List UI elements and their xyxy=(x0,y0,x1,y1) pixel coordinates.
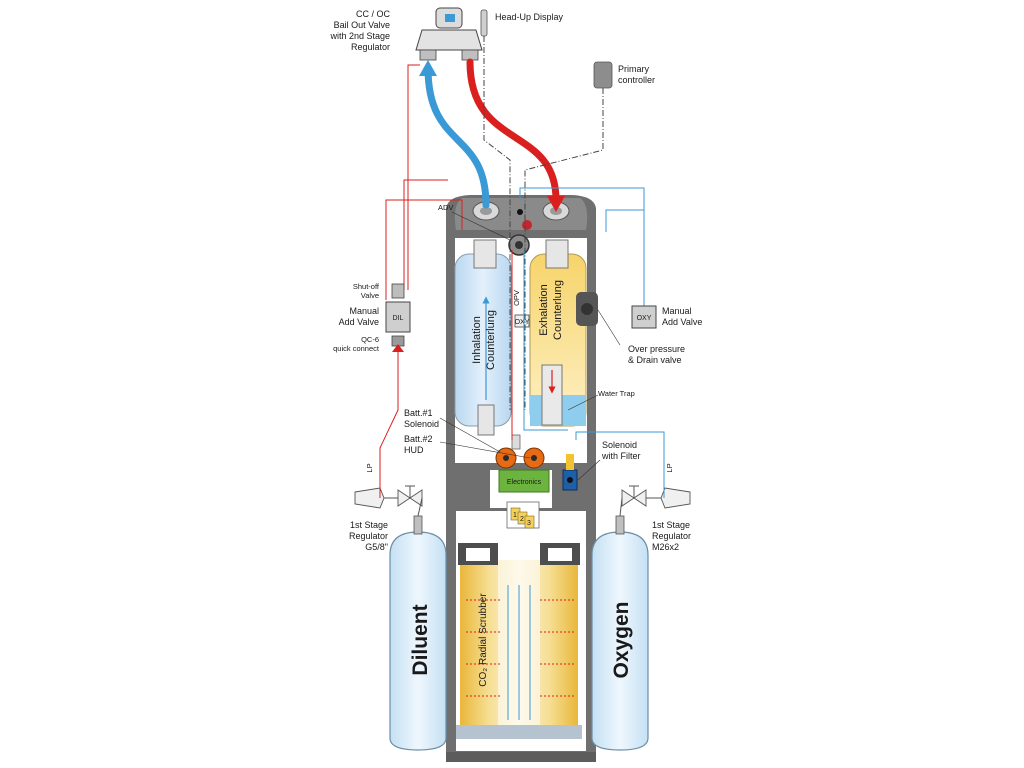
batt2-label-1: Batt.#2 xyxy=(404,434,433,444)
diluent-lp-line xyxy=(379,64,463,498)
diluent-label: Diluent xyxy=(409,604,432,675)
regulator-left xyxy=(354,485,423,517)
first-stage-left-label-2: Regulator xyxy=(349,531,388,541)
controller-cable xyxy=(524,88,604,410)
exhalation-counterlung: Exhalation Counterlung xyxy=(529,239,587,427)
solenoid-filter xyxy=(562,454,578,491)
water-trap-label: Water Trap xyxy=(598,389,635,398)
bailout-label-1: CC / OC xyxy=(356,9,391,19)
hud-label: Head-Up Display xyxy=(495,12,564,22)
exhale-hose xyxy=(466,58,560,204)
shutoff-label-2: Valve xyxy=(361,291,379,300)
overpressure-label-1: Over pressure xyxy=(628,344,685,354)
exhale-arrowhead xyxy=(547,196,565,212)
inhale-hose xyxy=(424,64,490,209)
bailout-label-3: with 2nd Stage xyxy=(329,31,390,41)
oxygen-lp-line xyxy=(519,187,665,498)
exhalation-label-2: Counterlung xyxy=(552,280,564,340)
batt2-label-2: HUD xyxy=(404,445,424,455)
regulator-right xyxy=(619,485,691,517)
oxy-sensor-small-label: OXY xyxy=(515,319,530,326)
opv-label: OPV xyxy=(512,290,521,306)
scrubber-label: CO₂ Radial Scrubber xyxy=(478,593,489,687)
oxygen-tank: Oxygen xyxy=(591,515,649,751)
diluent-tank: Diluent xyxy=(389,515,447,751)
inhalation-label-2: Counterlung xyxy=(485,310,497,370)
first-stage-right-label-1: 1st Stage xyxy=(652,520,690,530)
solenoid-filter-label-1: Solenoid xyxy=(602,440,637,450)
lp-right-label: LP xyxy=(665,463,674,472)
primary-controller-label-2: controller xyxy=(618,75,655,85)
bailout-label-2: Bail Out Valve xyxy=(334,20,390,30)
inhale-arrowhead xyxy=(419,60,437,76)
sensor-3-label: 3 xyxy=(527,520,531,527)
qc6-label-1: QC-6 xyxy=(361,335,379,344)
sensor-1-label: 1 xyxy=(513,512,517,519)
manual-add-left-label-2: Add Valve xyxy=(339,317,379,327)
first-stage-right-label-2: Regulator xyxy=(652,531,691,541)
electronics-module: Electronics xyxy=(495,434,550,493)
labels: CC / OC Bail Out Valve with 2nd Stage Re… xyxy=(329,9,702,552)
manual-add-left-label-1: Manual xyxy=(349,306,379,316)
manual-add-right-label-1: Manual xyxy=(662,306,692,316)
first-stage-left-label-1: 1st Stage xyxy=(350,520,388,530)
sensor-2-label: 2 xyxy=(520,516,524,523)
oxygen-label: Oxygen xyxy=(610,601,633,678)
oxy-manual-add-valve: OXY xyxy=(631,305,657,329)
inhalation-label-1: Inhalation xyxy=(471,316,483,364)
manual-add-right-label-2: Add Valve xyxy=(662,317,702,327)
first-stage-right-label-3: M26x2 xyxy=(652,542,679,552)
electronics-label: Electronics xyxy=(507,479,542,486)
oxygen-sensors: 1 2 3 xyxy=(506,501,540,529)
bailout-valve xyxy=(415,7,483,61)
dil-valve-label: DIL xyxy=(393,315,404,322)
overpressure-label-2: & Drain valve xyxy=(628,355,682,365)
oxygen-inner-line xyxy=(523,250,568,431)
batt1-label-2: Solenoid xyxy=(404,419,439,429)
primary-controller-label-1: Primary xyxy=(618,64,649,74)
inhalation-counterlung: Inhalation Counterlung xyxy=(454,239,512,436)
head-up-display xyxy=(480,9,488,37)
solenoid-filter-label-2: with Filter xyxy=(601,451,641,461)
lp-left-label: LP xyxy=(365,463,374,472)
hud-cable xyxy=(483,36,511,410)
batt1-label-1: Batt.#1 xyxy=(404,408,433,418)
oxy-valve-label: OXY xyxy=(637,315,652,322)
qc6-label-2: quick connect xyxy=(333,344,380,353)
shutoff-label-1: Shut-off xyxy=(353,282,380,291)
bailout-label-4: Regulator xyxy=(351,42,390,52)
leader-lines xyxy=(439,211,621,481)
overpressure-valve xyxy=(576,292,598,326)
first-stage-left-label-3: G5/8" xyxy=(365,542,388,552)
exhalation-label-1: Exhalation xyxy=(538,284,550,335)
co2-scrubber: CO₂ Radial Scrubber xyxy=(456,543,582,739)
primary-controller xyxy=(593,61,613,89)
dil-manual-add-valve: DIL xyxy=(385,283,411,352)
adv-label: ADV xyxy=(438,203,453,212)
